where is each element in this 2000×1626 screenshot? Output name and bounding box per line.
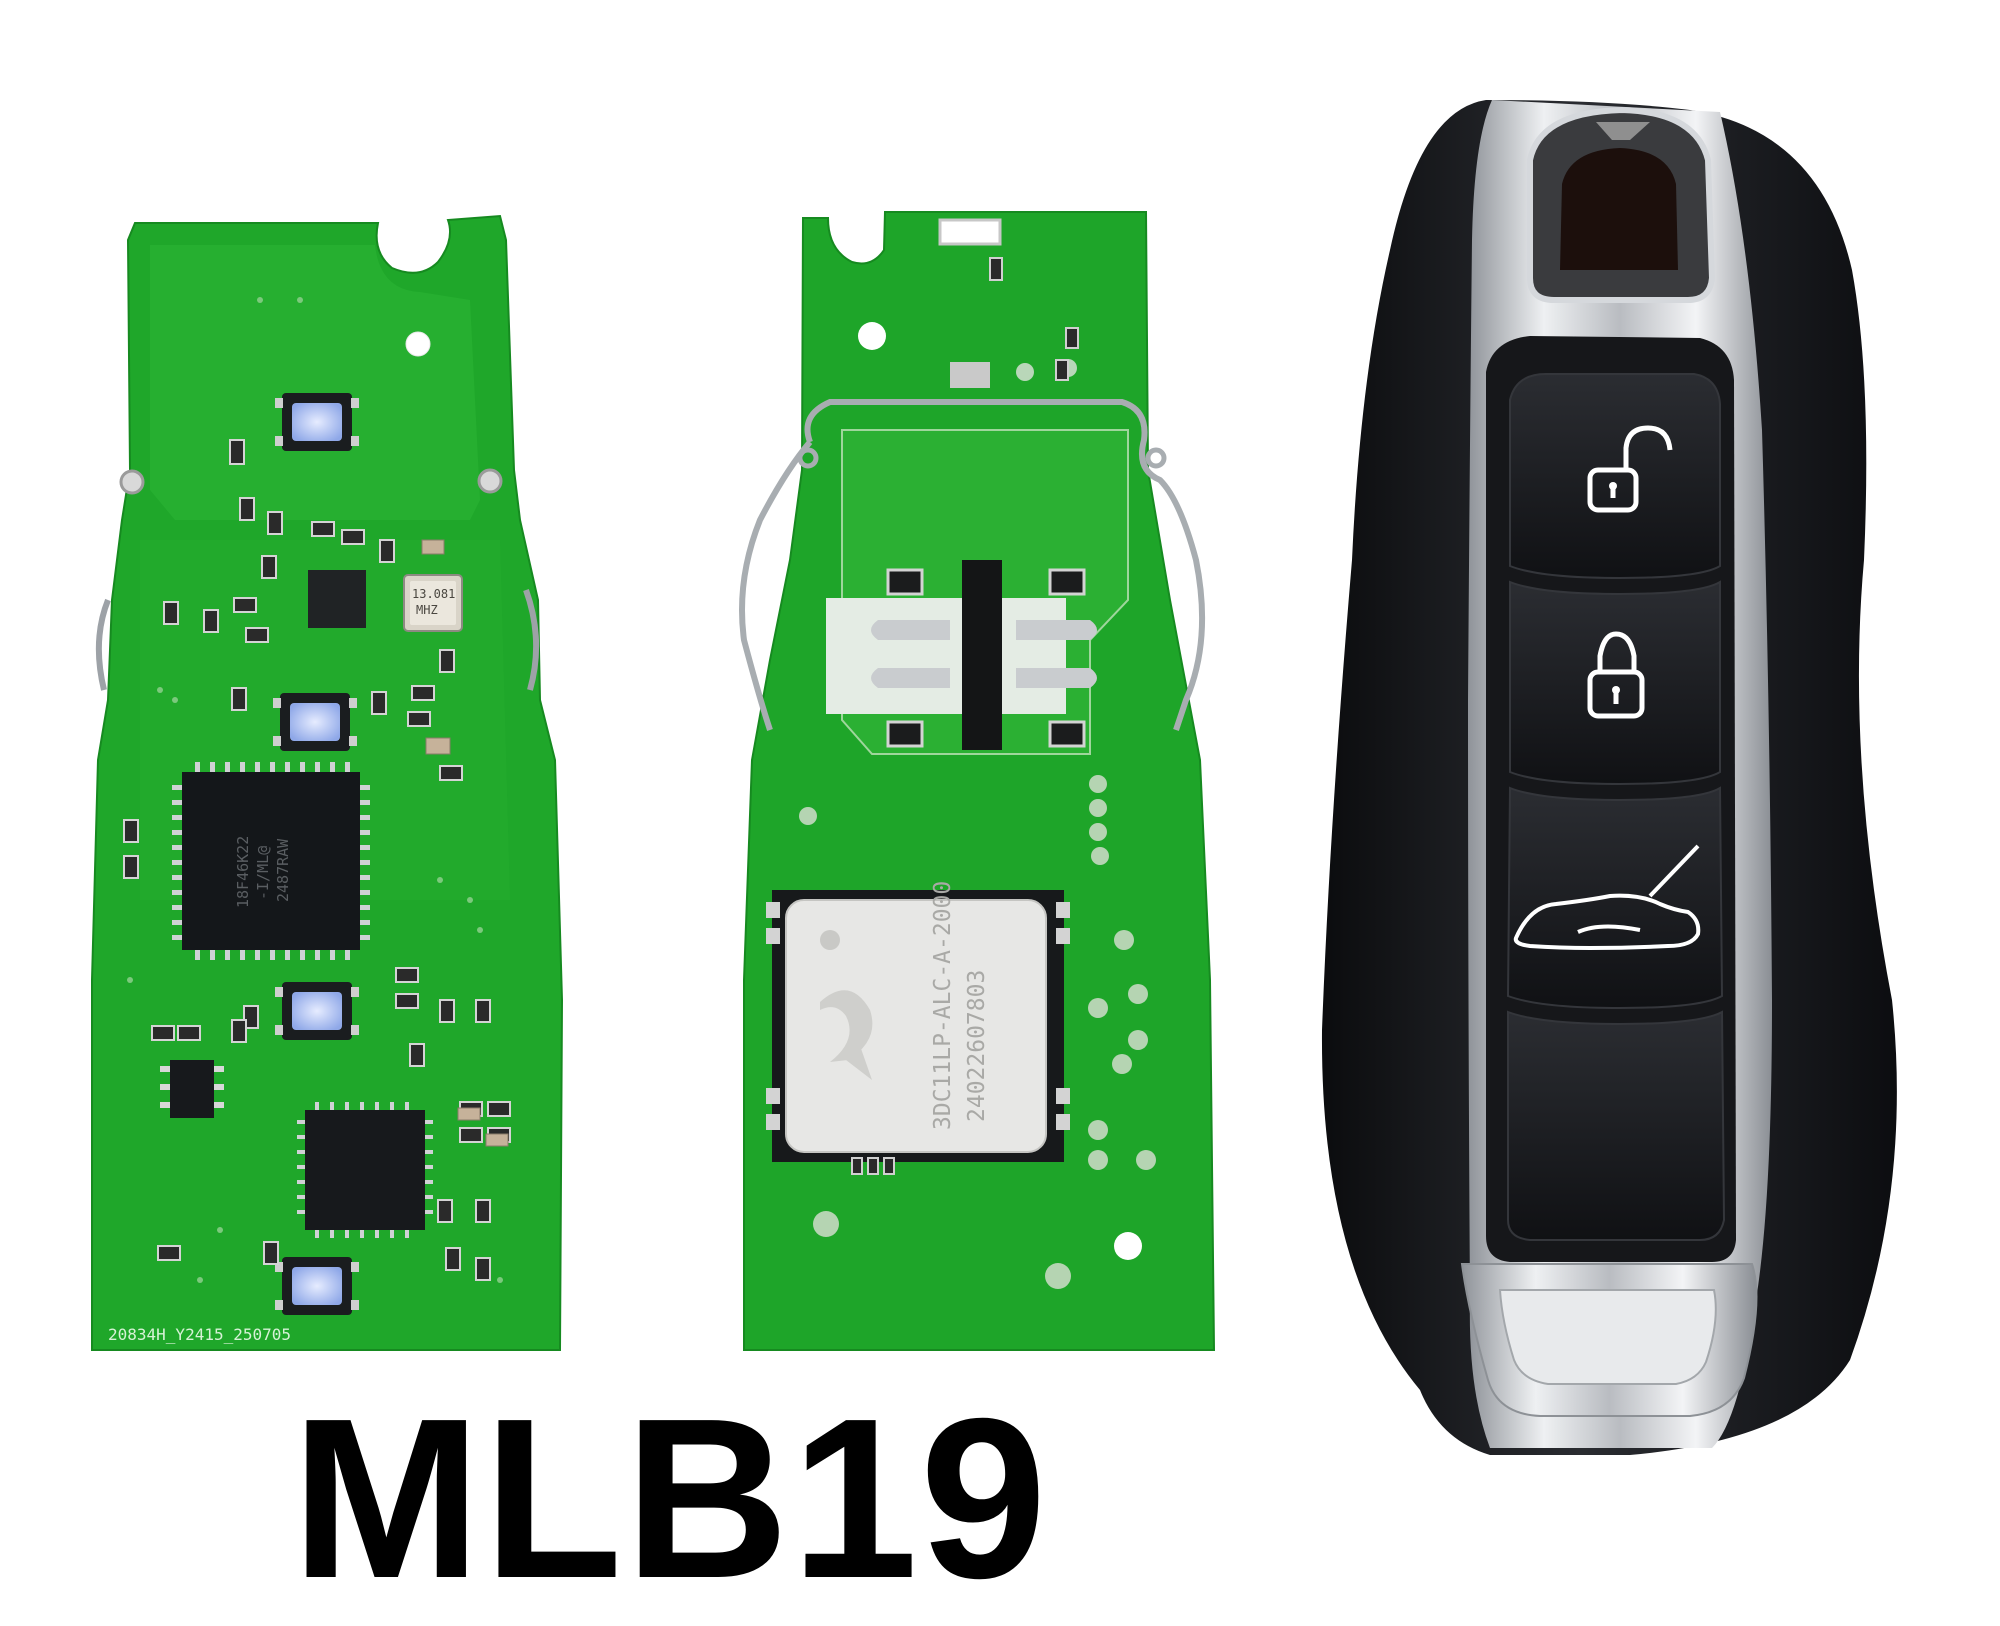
- panic-button[interactable]: [1507, 1010, 1726, 1241]
- lock-icon: [1587, 631, 1645, 719]
- mcu-marking-3: 2487RAW: [274, 838, 292, 902]
- tact-switch-4: [275, 1257, 359, 1315]
- battery-contact: [826, 560, 1097, 750]
- pcb-code-label: 20834H_Y2415_250705: [108, 1325, 291, 1344]
- mcu-chip: [172, 762, 370, 960]
- crystal-unit-label: MHZ: [416, 603, 438, 617]
- transponder-module: [766, 890, 1070, 1162]
- unlock-button[interactable]: [1509, 373, 1721, 580]
- secondary-chip: [297, 1102, 433, 1238]
- unlock-icon: [1587, 425, 1673, 513]
- mcu-marking-2: -I/ML@: [254, 846, 272, 900]
- rf-chip: [308, 570, 366, 628]
- lock-button[interactable]: [1509, 580, 1721, 786]
- module-marking-1: 3DC11LP-ALC-A-2000: [930, 881, 956, 1130]
- module-marking-2: 24022607803: [964, 970, 990, 1122]
- crystal-freq-label: 13.081: [412, 587, 455, 601]
- pcb-back: 3DC11LP-ALC-A-2000 24022607803: [739, 211, 1216, 1351]
- trunk-icon: [1513, 844, 1701, 951]
- product-title: MLB19: [291, 1372, 1049, 1626]
- tact-switch-1: [275, 393, 359, 451]
- key-release-tab: [1460, 1263, 1758, 1417]
- pcb-front: 20834H_Y2415_250705 13.081 MHZ 18F46K22 …: [91, 214, 564, 1351]
- tact-switch-2: [273, 693, 357, 751]
- keyring-slot: [1527, 106, 1716, 303]
- tact-switch-3: [275, 982, 359, 1040]
- regulator-chip: [170, 1060, 214, 1118]
- mcu-marking-1: 18F46K22: [234, 836, 252, 908]
- key-fob: [1321, 100, 1897, 1455]
- trunk-button[interactable]: [1506, 786, 1724, 1010]
- crystal-oscillator: [403, 574, 463, 632]
